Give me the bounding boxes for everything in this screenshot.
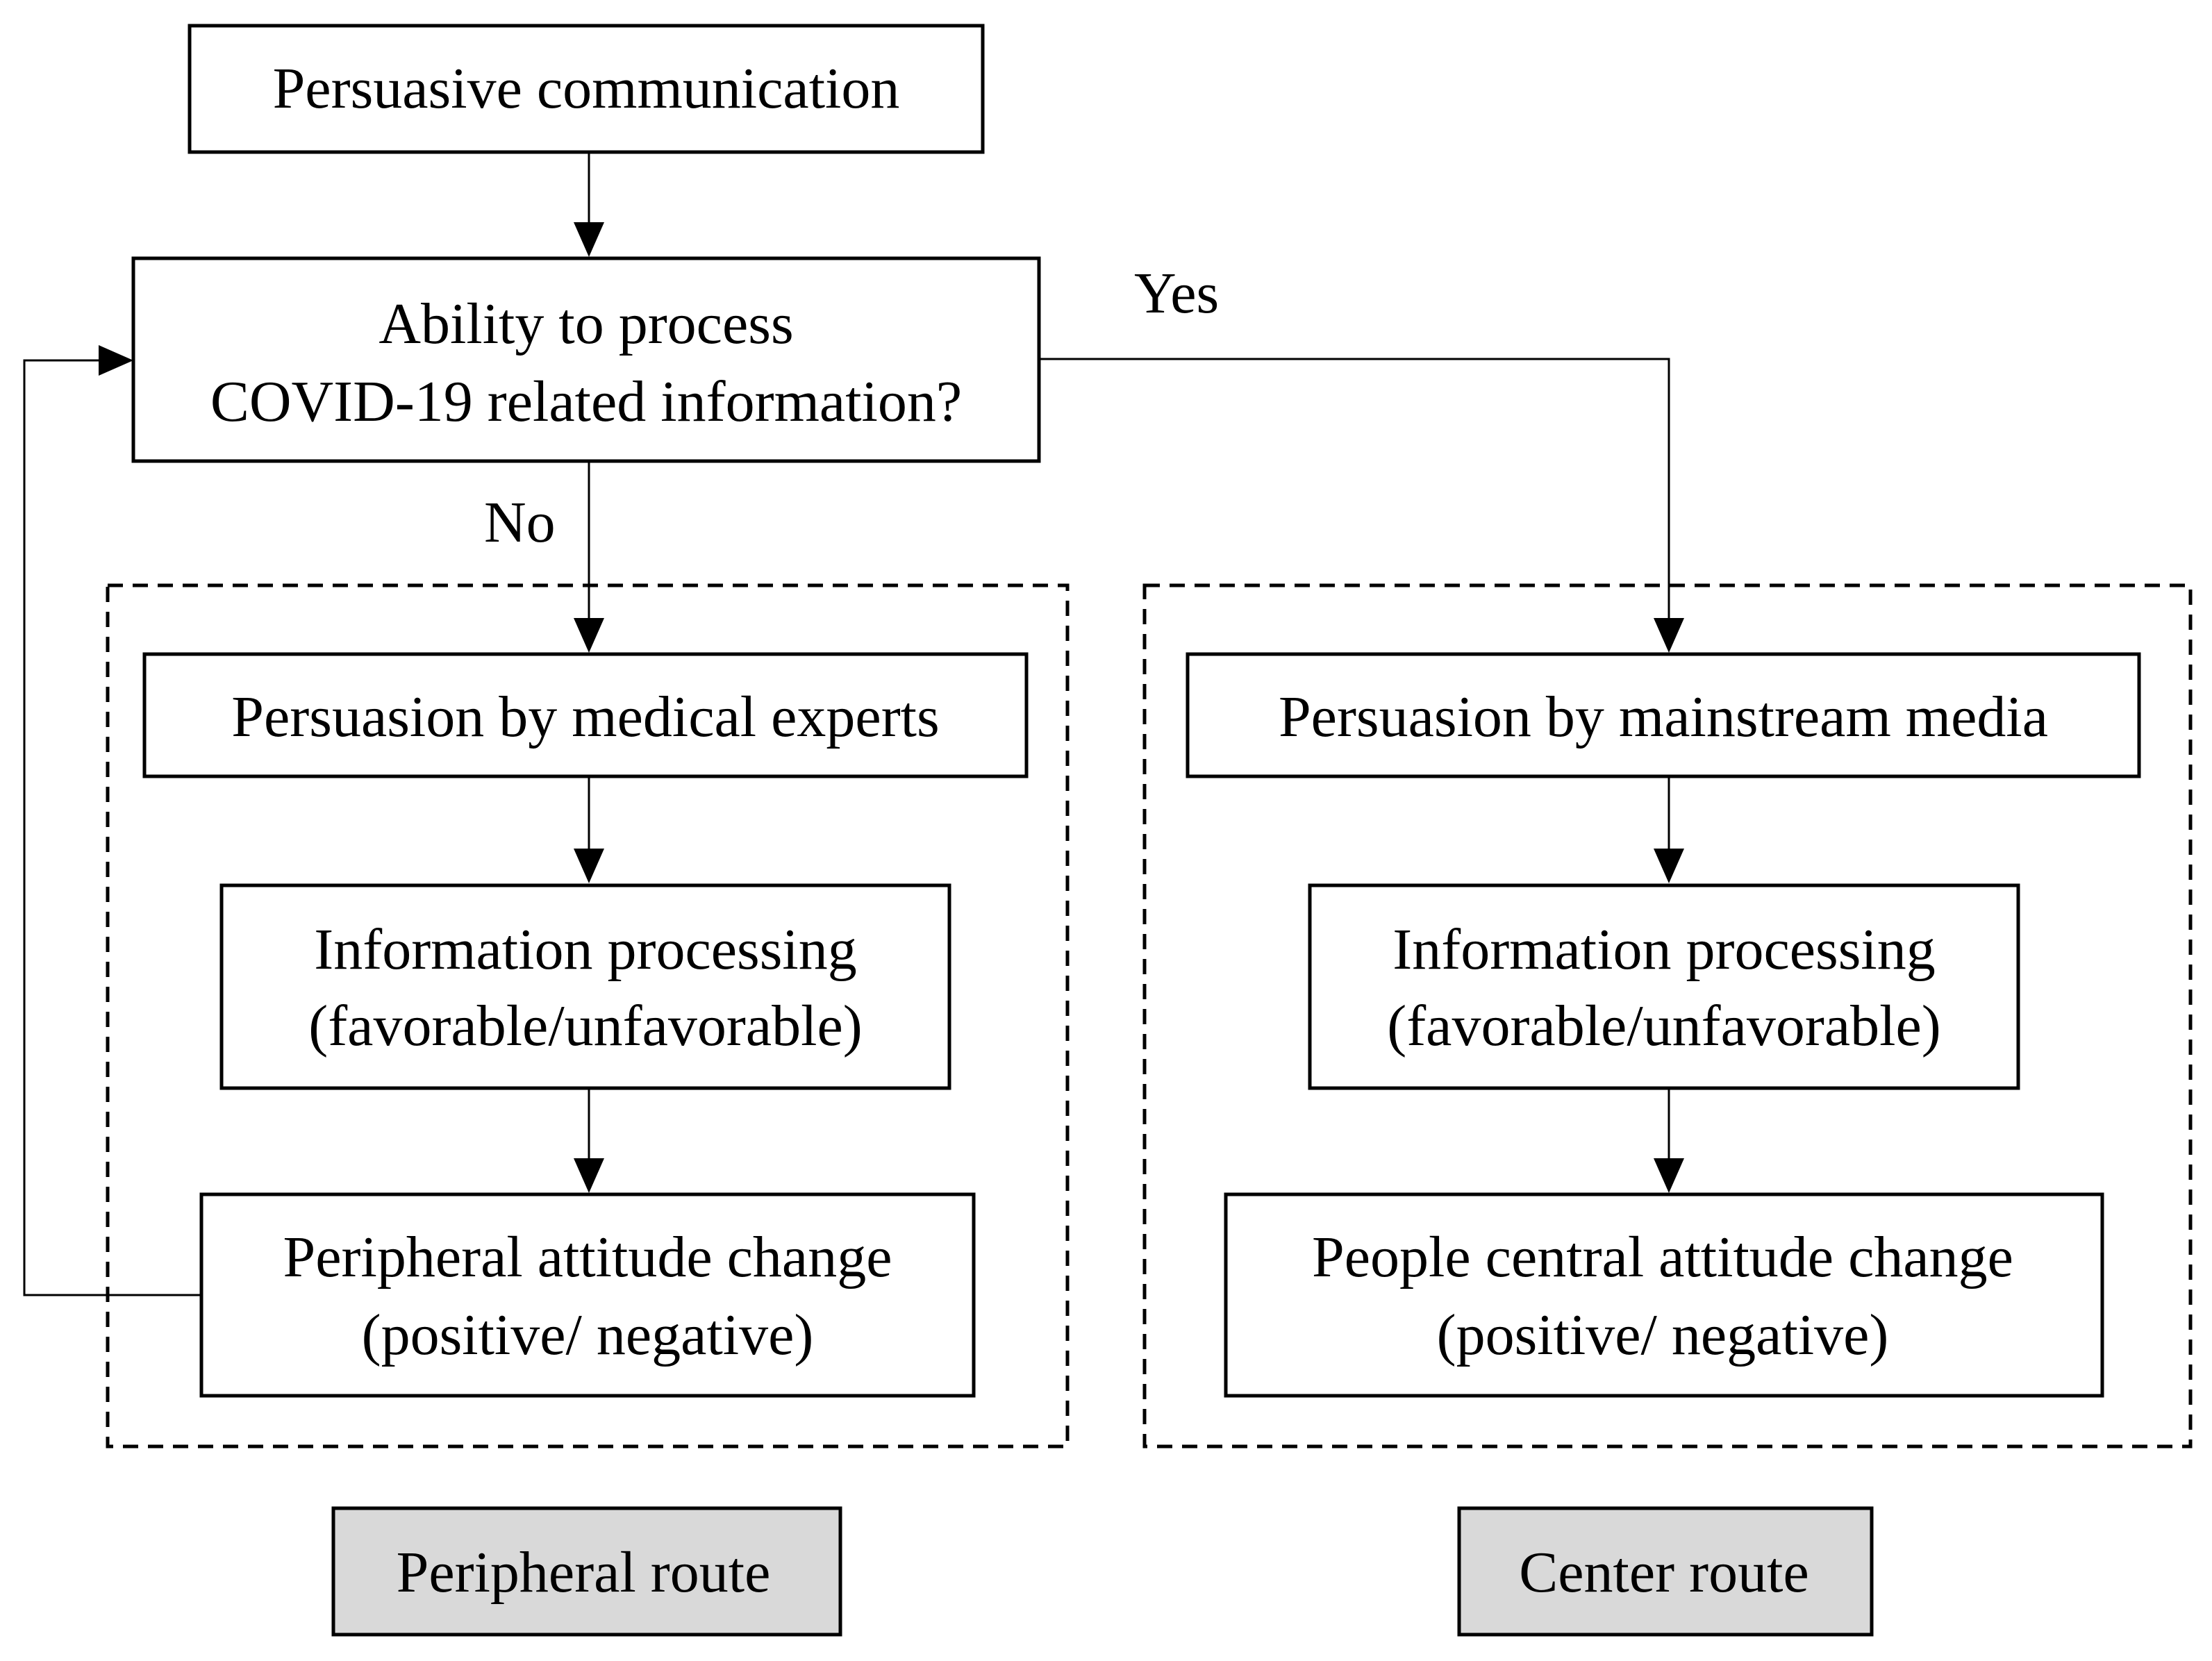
edge-ability-to-mainstream-media <box>1039 358 1670 625</box>
node-ability-line-2: COVID-19 related information? <box>210 369 962 434</box>
node-peripheral-line-1: Peripheral attitude change <box>283 1225 892 1289</box>
center-route-label-box: Center route <box>1457 1506 1874 1637</box>
arrowhead-peripheral <box>574 1158 604 1193</box>
peripheral-route-label-box: Peripheral route <box>331 1506 842 1637</box>
node-medical-experts-label: Persuasion by medical experts <box>231 685 939 749</box>
arrowhead-info-left <box>574 849 604 883</box>
arrowhead-ability <box>574 222 604 257</box>
node-info-processing-left: Information processing (favorable/unfavo… <box>219 883 951 1090</box>
peripheral-route-label: Peripheral route <box>397 1540 771 1605</box>
arrowhead-feedback <box>99 345 133 376</box>
node-info-processing-right: Information processing (favorable/unfavo… <box>1308 883 2020 1090</box>
arrowhead-mainstream-media <box>1654 618 1684 653</box>
node-central-line-1: People central attitude change <box>1312 1225 2013 1289</box>
node-central-attitude-change: People central attitude change (positive… <box>1224 1192 2104 1398</box>
peripheral-route-frame <box>106 583 1070 1449</box>
node-info-right-line-1: Information processing <box>1392 917 1935 982</box>
node-mainstream-media: Persuasion by mainstream media <box>1186 652 2141 778</box>
edge-label-yes: Yes <box>1134 261 1219 326</box>
node-info-right-line-2: (favorable/unfavorable) <box>1387 994 1941 1058</box>
node-persuasive-communication-label: Persuasive communication <box>273 56 900 121</box>
node-persuasive-communication: Persuasive communication <box>188 24 985 154</box>
node-ability-decision: Ability to process COVID-19 related info… <box>131 256 1041 463</box>
edge-peripheral-feedback-loop <box>23 359 201 1296</box>
edge-label-no: No <box>484 490 556 555</box>
node-central-line-2: (positive/ negative) <box>1437 1303 1889 1367</box>
arrowhead-medical-experts <box>574 618 604 653</box>
arrowhead-central <box>1654 1158 1684 1193</box>
node-peripheral-attitude-change: Peripheral attitude change (positive/ ne… <box>199 1192 976 1398</box>
node-ability-line-1: Ability to process <box>379 292 793 356</box>
node-info-left-line-2: (favorable/unfavorable) <box>308 994 863 1058</box>
arrowhead-info-right <box>1654 849 1684 883</box>
node-peripheral-line-2: (positive/ negative) <box>362 1303 814 1367</box>
center-route-label: Center route <box>1519 1540 1809 1605</box>
node-medical-experts: Persuasion by medical experts <box>142 652 1029 778</box>
node-info-left-line-1: Information processing <box>314 917 856 982</box>
node-mainstream-media-label: Persuasion by mainstream media <box>1279 685 2048 749</box>
edges <box>23 152 1684 1296</box>
center-route-frame <box>1142 583 2193 1449</box>
